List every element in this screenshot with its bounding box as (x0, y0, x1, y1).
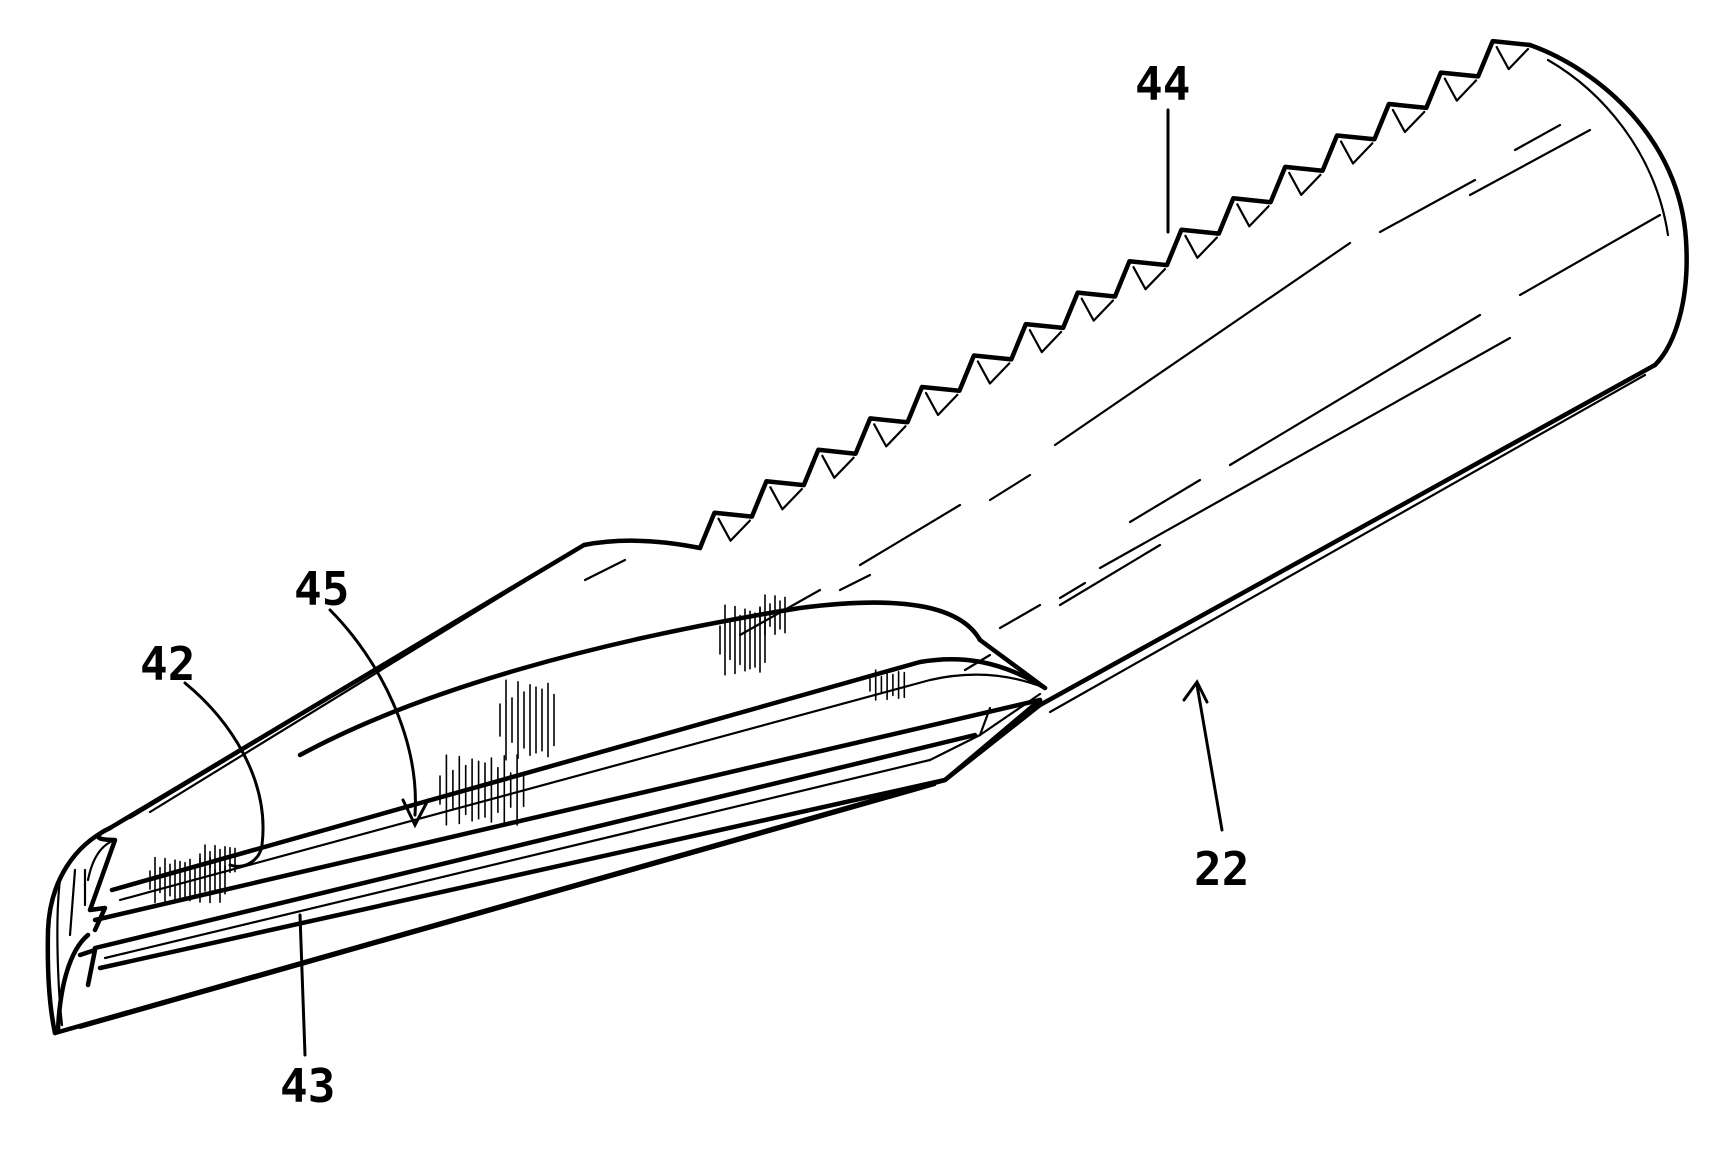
tooth-notch (1289, 173, 1320, 195)
tooth-notch (1237, 204, 1268, 226)
tooth-notch (1341, 142, 1372, 164)
surface-shading (585, 125, 1660, 670)
taper-bottom (55, 780, 945, 1033)
tooth-notch (926, 393, 957, 415)
tooth-notch (1082, 299, 1113, 321)
tooth-notch (1185, 236, 1216, 258)
tooth-notch (770, 487, 801, 509)
tooth-notch (1030, 330, 1061, 352)
instrument-body (55, 45, 1687, 1033)
label-42: 42 (140, 637, 195, 691)
serration-profile (700, 41, 1530, 548)
label-22: 22 (1194, 842, 1249, 896)
tooth-notch (822, 456, 853, 478)
tooth-notch (1393, 110, 1424, 132)
body-bottom-edge (945, 365, 1655, 780)
tooth-notch (1445, 79, 1476, 101)
end-cap-inner (1548, 60, 1668, 235)
leader-43 (300, 915, 305, 1055)
leader-45 (330, 610, 415, 815)
arrow-22 (1184, 682, 1207, 702)
label-45: 45 (294, 562, 349, 616)
serrated-edge-44 (700, 41, 1530, 548)
body-top-edge (584, 541, 700, 548)
leader-22 (1197, 685, 1222, 830)
tooth-notch (719, 519, 750, 541)
tooth-notch (874, 424, 905, 446)
label-44: 44 (1135, 57, 1190, 111)
tooth-notch (1497, 47, 1528, 69)
tooth-notch (1134, 267, 1165, 289)
end-cap (1530, 45, 1687, 365)
tip-end (48, 828, 115, 1033)
tooth-notch (978, 362, 1009, 384)
label-43: 43 (280, 1059, 335, 1113)
